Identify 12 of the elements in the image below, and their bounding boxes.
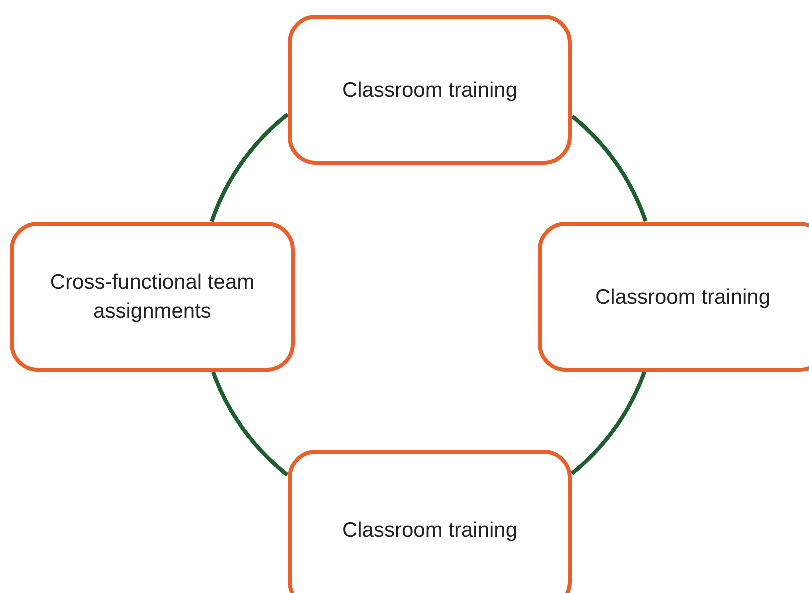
connector-arc [570,370,647,476]
connector-arc [210,113,290,223]
box-label: Classroom training [342,78,518,104]
process-box [538,222,809,372]
process-box [288,15,572,165]
process-box [10,222,295,372]
connector-arc [212,371,289,477]
box-label: Classroom training [595,284,771,310]
box-label: Classroom training [342,518,518,544]
process-box [288,450,572,593]
box-label: Cross-functional team assignments [49,270,256,325]
connector-arc [571,115,648,223]
